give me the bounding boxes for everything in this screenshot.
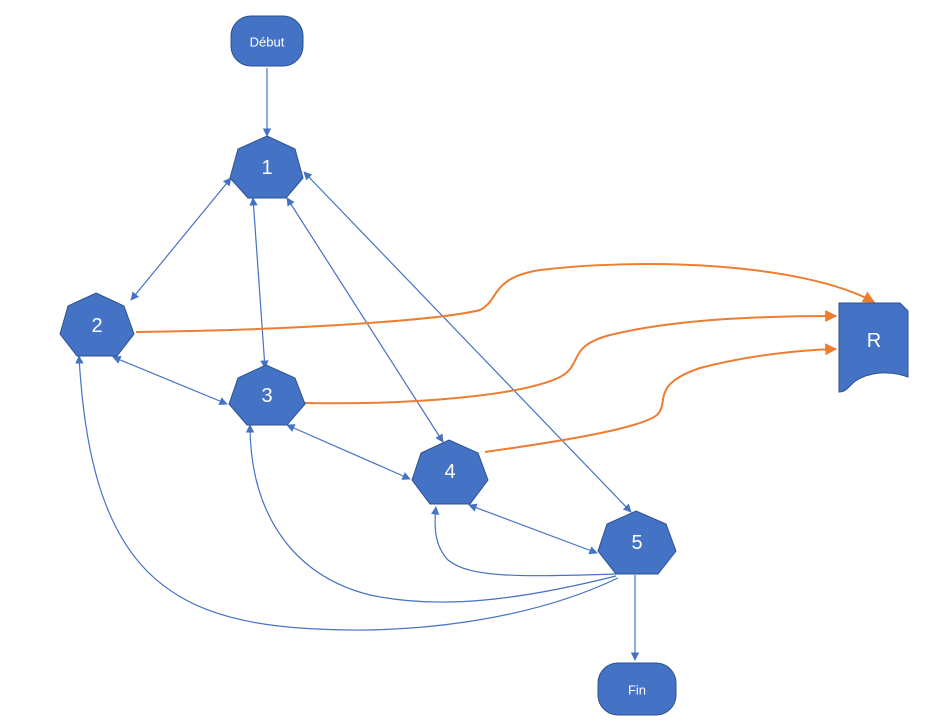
node-4-shape [411,439,489,505]
edge-1-2 [130,177,232,301]
node-3-label: 3 [261,385,272,407]
node-1-label: 1 [261,157,272,179]
node-3: 3 [228,364,306,426]
r-document-shape [838,302,909,393]
node-5-shape [597,510,677,575]
orange-edges [135,263,876,453]
node-1-shape [229,135,304,199]
edge-5-3-curve [245,424,617,603]
blue-edges [75,68,640,661]
r-label: R [867,330,881,352]
edge-2-r [135,263,876,333]
edge-2-3 [112,355,228,406]
node-5: 5 [597,510,677,575]
fin-label: Fin [628,683,646,698]
node-5-label: 5 [631,532,642,554]
node-r: R [838,302,909,393]
node-2-shape [59,292,135,357]
edge-3-r [304,310,838,405]
debut-label: Début [250,35,285,50]
node-2-label: 2 [91,315,102,337]
node-fin: Fin [597,662,677,716]
edge-3-4 [286,424,411,480]
node-3-shape [228,364,306,426]
edge-1-3 [249,197,269,369]
node-1: 1 [229,135,304,199]
debut-shape [230,15,304,67]
edge-5-4-curve [430,506,617,577]
fin-shape [597,662,677,716]
edge-4-5 [468,503,598,555]
edge-5-2-curve [75,355,619,631]
edge-1-5 [303,171,632,513]
edge-4-r [484,343,838,453]
node-4-label: 4 [444,461,455,483]
node-debut: Début [230,15,304,67]
node-4: 4 [411,439,489,505]
node-2: 2 [59,292,135,357]
